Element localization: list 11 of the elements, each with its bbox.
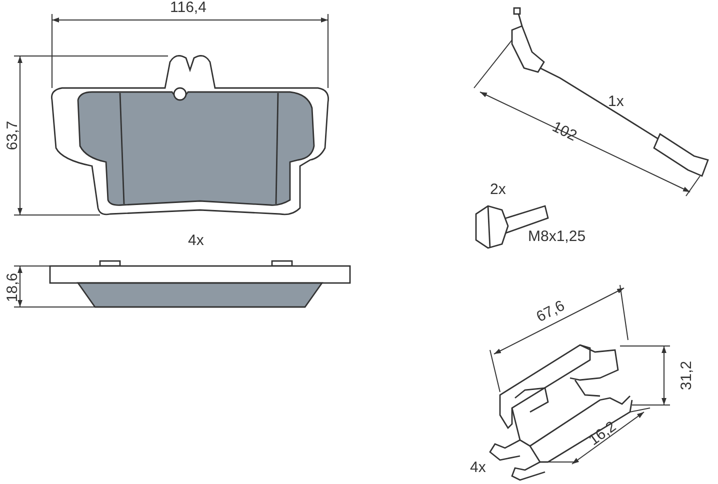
- quantity-label: 4x: [470, 460, 486, 475]
- dimension-value: 116,4: [170, 0, 206, 15]
- dimension-value: 102: [550, 119, 580, 144]
- quantity-label: 2x: [490, 182, 506, 197]
- dimension-value: 67,6: [534, 298, 568, 325]
- dimension-value: 63,7: [5, 120, 20, 150]
- thread-size-label: M8x1,25: [528, 229, 586, 244]
- quantity-label: 4x: [188, 233, 204, 248]
- quantity-label: 1x: [608, 94, 624, 109]
- dimension-value: 31,2: [679, 360, 694, 390]
- dimension-value: 18,6: [5, 272, 20, 302]
